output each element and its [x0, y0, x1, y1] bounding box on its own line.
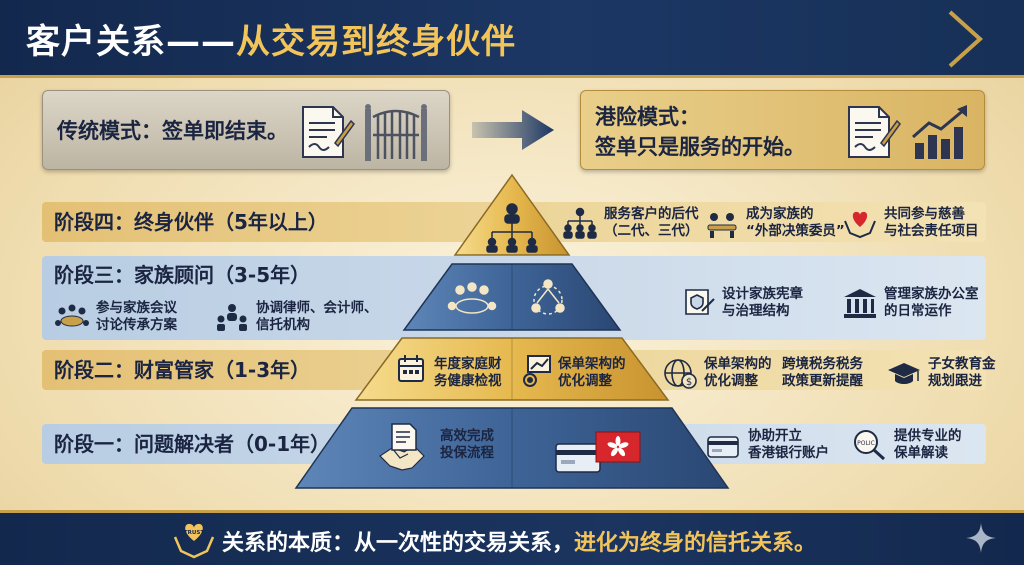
- family-tree-icon: [486, 203, 538, 253]
- closed-gate-icon: [365, 104, 427, 161]
- network-people-icon: [531, 279, 565, 315]
- family-tree-icon: [563, 207, 597, 239]
- stage-4-item-text: 服务客户的后代 （二代、三代）: [604, 206, 699, 239]
- calendar-icon: [398, 355, 424, 382]
- stage-3-item-text: 管理家族办公室 的日常运作: [884, 286, 979, 319]
- header-bar: 客户关系——从交易到终身伙伴: [0, 0, 1024, 78]
- bank-card-icon: [555, 443, 601, 473]
- trust-hands-icon: TRUST: [173, 523, 215, 559]
- stage-3-item: 参与家族会议 讨论传承方案: [54, 300, 177, 334]
- traditional-model-panel: 传统模式：签单即结束。: [42, 90, 450, 170]
- stage-1-item: 协助开立 香港银行账户: [706, 428, 829, 462]
- contract-icon: [302, 106, 355, 158]
- sparkle-icon: [966, 523, 996, 553]
- stage-3-item-text: 设计家族宪章 与治理结构: [722, 286, 803, 319]
- footer-text-main: 关系的本质：从一次性的交易关系，: [222, 531, 575, 556]
- meeting-table-icon: [447, 282, 497, 314]
- magnifier-policy-icon: POLIC: [854, 430, 886, 461]
- stage-2-item: 跨境税务税务 政策更新提醒: [782, 356, 863, 390]
- office-building-icon: [844, 289, 876, 318]
- svg-text:$: $: [686, 377, 692, 388]
- hk-insurance-model-panel: 港险模式： 签单只是服务的开始。: [580, 90, 985, 170]
- stage-1-item-text: 高效完成 投保流程: [440, 428, 494, 461]
- stage-4-item: 共同参与慈善 与社会责任项目: [842, 206, 979, 240]
- hk-model-line-1: 港险模式：: [595, 105, 700, 129]
- contract-icon: [848, 106, 901, 158]
- footer-bar: TRUST 关系的本质：从一次性的交易关系，进化为终身的信托关系。: [0, 510, 1024, 565]
- trust-badge-text: TRUST: [184, 530, 204, 536]
- stage-3-item-text: 协调律师、会计师、 信托机构: [256, 300, 378, 333]
- heart-hands-icon: [844, 211, 876, 239]
- title-main: 客户关系——: [26, 22, 236, 62]
- hk-model-text: 港险模式： 签单只是服务的开始。: [595, 102, 805, 162]
- title-accent: 从交易到终身伙伴: [236, 22, 516, 62]
- stage-2-item: 保单架构的 优化调整: [558, 356, 626, 390]
- stage-4-item-text: 共同参与慈善 与社会责任项目: [884, 206, 979, 239]
- stage-2-item: $ 保单架构的 优化调整: [662, 356, 772, 390]
- family-meeting-icon: [55, 304, 89, 327]
- stage-3-item: 协调律师、会计师、 信托机构: [214, 300, 378, 334]
- document-icon: [391, 423, 417, 451]
- stage-3-item-text: 参与家族会议 讨论传承方案: [96, 300, 177, 333]
- stage-2-item-text: 跨境税务税务 政策更新提醒: [782, 356, 863, 389]
- stage-4-item: 成为家族的 “外部决策委员”: [704, 206, 845, 240]
- stage-2-item: 子女教育金 规划跟进: [886, 356, 996, 390]
- stage-1-item-text: 提供专业的 保单解读: [894, 428, 962, 461]
- policy-badge-text: POLIC: [857, 440, 875, 447]
- stage-1-item: 高效完成 投保流程: [440, 428, 494, 462]
- footer-summary: 关系的本质：从一次性的交易关系，进化为终身的信托关系。: [222, 525, 816, 557]
- stage-4-item: 服务客户的后代 （二代、三代）: [562, 206, 699, 240]
- stage-3-label: 阶段三：家族顾问（3-5年）: [54, 263, 311, 287]
- bank-card-icon: [707, 436, 739, 458]
- stage-2-item: 年度家庭财 务健康检视: [434, 356, 502, 390]
- traditional-model-text: 传统模式：签单即结束。: [57, 119, 288, 143]
- graduation-cap-icon: [888, 363, 920, 384]
- stage-1-item-text: 协助开立 香港银行账户: [748, 428, 829, 461]
- gear-chart-icon: [523, 355, 551, 387]
- hk-model-line-2: 签单只是服务的开始。: [595, 135, 805, 159]
- stage-4-label: 阶段四：终身伙伴（5年以上）: [54, 210, 328, 234]
- arrow-right-icon: [472, 110, 554, 150]
- globe-money-icon: $: [664, 359, 697, 389]
- stage-2-item-text: 子女教育金 规划跟进: [928, 356, 996, 389]
- stage-3-item: 管理家族办公室 的日常运作: [842, 286, 979, 320]
- professionals-icon: [217, 304, 247, 331]
- handshake-icon: [379, 445, 425, 471]
- charter-scroll-icon: [685, 289, 715, 315]
- stage-2-item-text: 保单架构的 优化调整: [704, 356, 772, 389]
- chevron-right-icon: [948, 10, 983, 68]
- stage-3-item: 设计家族宪章 与治理结构: [680, 286, 803, 320]
- footer-text-accent: 进化为终身的信托关系。: [574, 531, 817, 556]
- growth-chart-icon: [912, 105, 967, 159]
- stage-4-item-text: 成为家族的 “外部决策委员”: [746, 206, 845, 239]
- board-meeting-icon: [707, 213, 737, 238]
- stage-1-label: 阶段一：问题解决者（0-1年）: [54, 432, 331, 456]
- stage-1-item: POLIC 提供专业的 保单解读: [852, 428, 962, 462]
- stage-2-item-text: 年度家庭财 务健康检视: [434, 356, 502, 389]
- stage-2-item-text: 保单架构的 优化调整: [558, 356, 626, 389]
- stage-2-label: 阶段二：财富管家（1-3年）: [54, 358, 311, 382]
- hong-kong-flag-icon: [595, 431, 641, 463]
- page-title: 客户关系——从交易到终身伙伴: [26, 14, 516, 63]
